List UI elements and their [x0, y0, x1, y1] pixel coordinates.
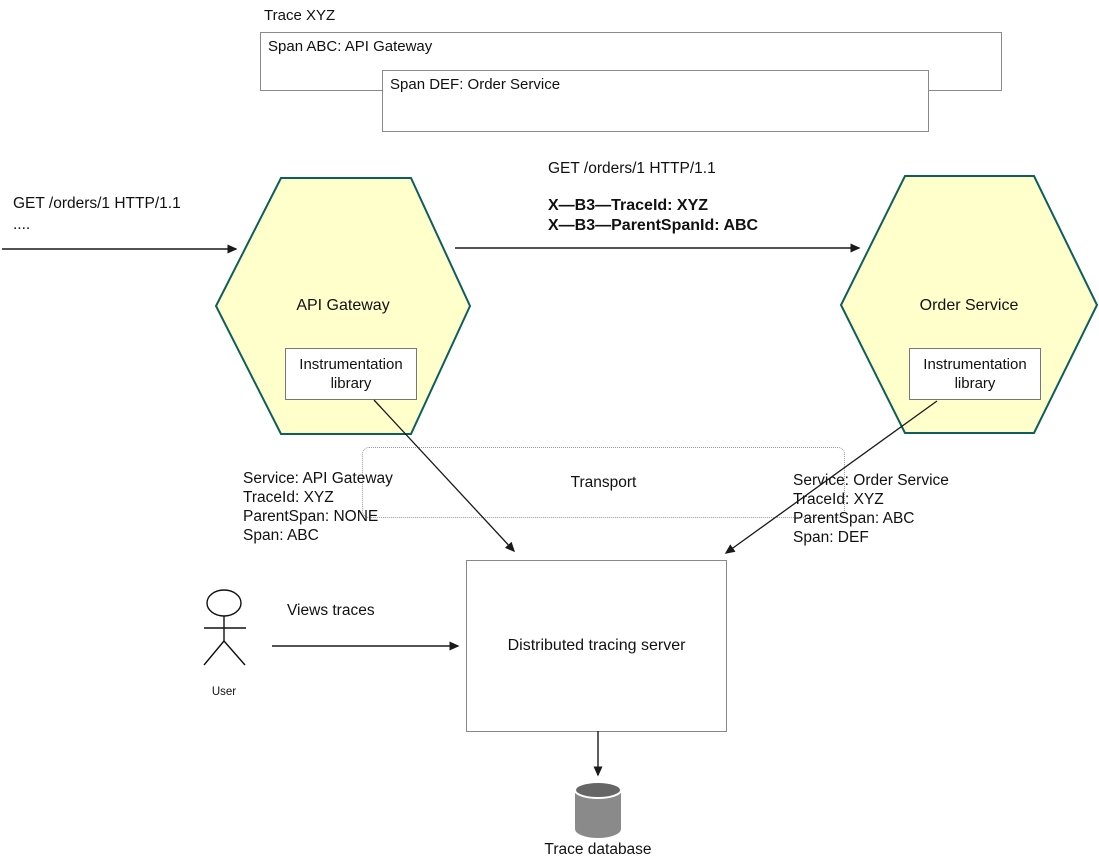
context-line: ParentSpan: ABC	[793, 510, 915, 527]
user-label: User	[211, 686, 237, 698]
user-stick-figure-icon	[203, 589, 246, 666]
b3-parentspanid-header: X—B3—ParentSpanId: ABC	[548, 217, 759, 234]
trace-database-label: Trace database	[544, 841, 652, 858]
order-service-label: Order Service	[919, 297, 1019, 314]
distributed-tracing-server-box: Distributed tracing server	[466, 560, 727, 732]
inbound-request-line2: ....	[13, 216, 31, 233]
trace-title: Trace XYZ	[264, 7, 336, 24]
b3-traceid-header: X—B3—TraceId: XYZ	[548, 197, 709, 214]
database-cylinder-icon	[574, 781, 622, 838]
order-service-context-block: Service: Order Service TraceId: XYZ Pare…	[793, 471, 949, 547]
transport-box: Transport	[362, 447, 845, 518]
span-def-label: Span DEF: Order Service	[390, 76, 561, 93]
span-def-box: Span DEF: Order Service	[382, 70, 929, 132]
api-gateway-context-block: Service: API Gateway TraceId: XYZ Parent…	[243, 469, 393, 545]
context-line: Span: DEF	[793, 529, 869, 546]
context-line: TraceId: XYZ	[243, 489, 334, 506]
order-service-instrumentation-library-box: Instrumentation library	[909, 348, 1041, 400]
context-line: TraceId: XYZ	[793, 491, 884, 508]
context-line: ParentSpan: NONE	[243, 508, 379, 525]
api-gateway-instrumentation-library-box: Instrumentation library	[285, 348, 417, 400]
views-traces-label: Views traces	[287, 602, 375, 619]
context-line: Span: ABC	[243, 527, 319, 544]
api-gateway-label: API Gateway	[296, 297, 390, 314]
inbound-request-line1: GET /orders/1 HTTP/1.1	[13, 195, 181, 212]
context-line: Service: Order Service	[793, 472, 949, 489]
span-abc-label: Span ABC: API Gateway	[268, 38, 433, 55]
outbound-request-line1: GET /orders/1 HTTP/1.1	[548, 160, 716, 177]
transport-label: Transport	[570, 473, 637, 491]
context-line: Service: API Gateway	[243, 470, 393, 487]
